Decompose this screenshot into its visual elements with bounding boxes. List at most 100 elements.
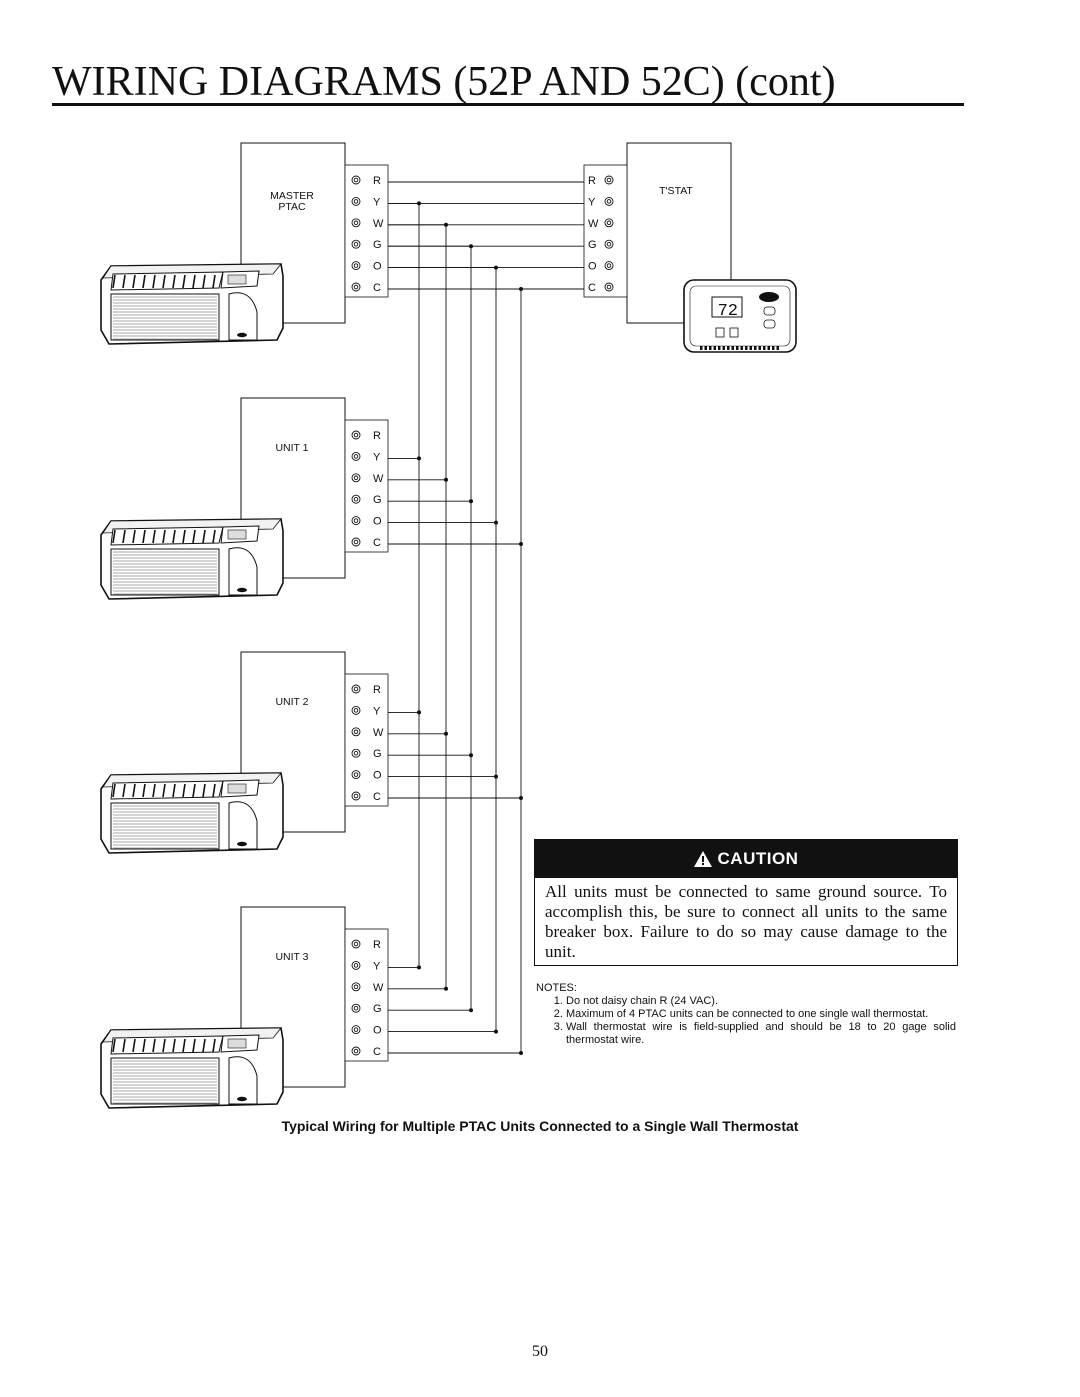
unit-label: PTAC xyxy=(278,201,306,213)
terminal-label: Y xyxy=(373,451,381,463)
terminal-symbol xyxy=(353,708,359,713)
terminal-symbol xyxy=(351,473,361,483)
terminal-block xyxy=(344,419,389,553)
terminal-label: G xyxy=(373,1003,382,1015)
terminal-symbol xyxy=(353,177,359,183)
terminal-symbol xyxy=(604,282,614,292)
ptac-vent-fin xyxy=(122,783,126,798)
terminal-symbol xyxy=(606,263,612,268)
ptac-vent-fin xyxy=(112,274,116,289)
terminal-symbol xyxy=(351,175,361,185)
terminal-symbol xyxy=(353,454,359,459)
terminal-symbol xyxy=(604,218,614,228)
ptac-vent-fin xyxy=(182,529,186,544)
caution-label: CAUTION xyxy=(717,849,799,868)
terminal-label: R xyxy=(373,175,381,187)
terminal-label: C xyxy=(373,282,381,294)
ptac-vent-fin xyxy=(162,1038,166,1053)
terminal-block xyxy=(344,673,389,807)
ptac-vent-fin xyxy=(162,783,166,798)
unit-label: MASTER xyxy=(270,190,314,202)
ptac-vent-fin xyxy=(142,783,146,798)
terminal-label: O xyxy=(373,516,382,528)
figure-caption: Typical Wiring for Multiple PTAC Units C… xyxy=(281,1118,799,1134)
terminal-symbol xyxy=(606,241,612,247)
thermostat-vent-slot xyxy=(740,346,743,350)
ptac-vent-fin xyxy=(122,1038,126,1053)
thermostat-terminal-label: C xyxy=(588,282,596,294)
ptac-vent-fin xyxy=(202,529,206,544)
thermostat-fan-button xyxy=(729,327,739,338)
terminal-symbol xyxy=(351,684,361,694)
ptac-side-panel xyxy=(228,292,258,341)
ptac-vent-fin xyxy=(112,529,116,544)
unit-label: UNIT 1 xyxy=(275,442,308,454)
terminal-label: G xyxy=(373,494,382,506)
terminal-symbol xyxy=(353,263,359,268)
terminal-label: W xyxy=(373,982,384,994)
terminal-symbol xyxy=(351,239,361,249)
terminal-symbol xyxy=(351,430,361,440)
terminal-label: W xyxy=(373,727,384,739)
ptac-badge xyxy=(237,587,247,593)
terminal-label: W xyxy=(373,218,384,230)
thermostat-vent-slot xyxy=(731,346,734,350)
thermostat-vent-slot xyxy=(704,346,707,350)
ptac-vent-fin xyxy=(212,274,216,289)
terminal-symbol xyxy=(351,451,361,461)
terminal-label: R xyxy=(373,939,381,951)
unit-label: UNIT 2 xyxy=(275,696,308,708)
terminal-symbol xyxy=(604,261,614,271)
ptac-badge xyxy=(237,332,247,338)
ptac-vent-fin xyxy=(192,1038,196,1053)
thermostat-up-button xyxy=(763,306,776,316)
thermostat-display-value: 72 xyxy=(718,302,738,321)
thermostat-vent-slot xyxy=(722,346,725,350)
terminal-symbol xyxy=(351,516,361,526)
thermostat-vent-slot xyxy=(749,346,752,350)
notes: NOTES: Do not daisy chain R (24 VAC). Ma… xyxy=(536,982,956,1047)
thermostat-screen xyxy=(711,296,743,318)
ptac-display xyxy=(227,529,247,540)
page-number: 50 xyxy=(532,1343,548,1360)
ptac-vent-fin xyxy=(152,783,156,798)
ptac-side-panel xyxy=(228,1056,258,1105)
ptac-vent-fin xyxy=(112,1038,116,1053)
notes-heading: NOTES: xyxy=(536,982,577,994)
ptac-vent-fin xyxy=(202,274,206,289)
thermostat-vent-slot xyxy=(767,346,770,350)
thermostat-vent-slot xyxy=(736,346,739,350)
ptac-unit-illustration xyxy=(100,1027,284,1109)
ptac-vent-fin xyxy=(212,783,216,798)
ptac-vent-fin xyxy=(142,1038,146,1053)
terminal-label: Y xyxy=(373,196,381,208)
page-title: WIRING DIAGRAMS (52P AND 52C) (cont) xyxy=(52,59,836,105)
thermostat-label: T'STAT xyxy=(659,185,693,197)
thermostat-vent-slot xyxy=(754,346,757,350)
terminal-label: O xyxy=(373,1025,382,1037)
terminal-symbol xyxy=(351,770,361,780)
terminal-symbol xyxy=(353,241,359,247)
terminal-symbol xyxy=(351,494,361,504)
note-item: Maximum of 4 PTAC units can be connected… xyxy=(566,1008,956,1021)
terminal-symbol xyxy=(353,984,359,990)
terminal-symbol xyxy=(353,941,359,947)
terminal-label: O xyxy=(373,261,382,273)
terminal-symbol xyxy=(353,284,359,290)
ptac-vent xyxy=(110,526,224,546)
ptac-vent-fin xyxy=(112,783,116,798)
thermostat-vent-slot xyxy=(758,346,761,350)
terminal-symbol xyxy=(351,960,361,970)
thermostat-mode-button xyxy=(715,327,725,338)
thermostat-down-button xyxy=(763,319,776,329)
ptac-vent-fin xyxy=(132,274,136,289)
ptac-vent-fin xyxy=(142,529,146,544)
terminal-symbol xyxy=(353,539,359,545)
terminal-symbol xyxy=(353,1027,359,1032)
ptac-vent-fin xyxy=(182,1038,186,1053)
ptac-vent-fin xyxy=(212,529,216,544)
terminal-symbol xyxy=(604,175,614,185)
ptac-vent-fin xyxy=(212,1038,216,1053)
thermostat-vent-slot xyxy=(713,346,716,350)
